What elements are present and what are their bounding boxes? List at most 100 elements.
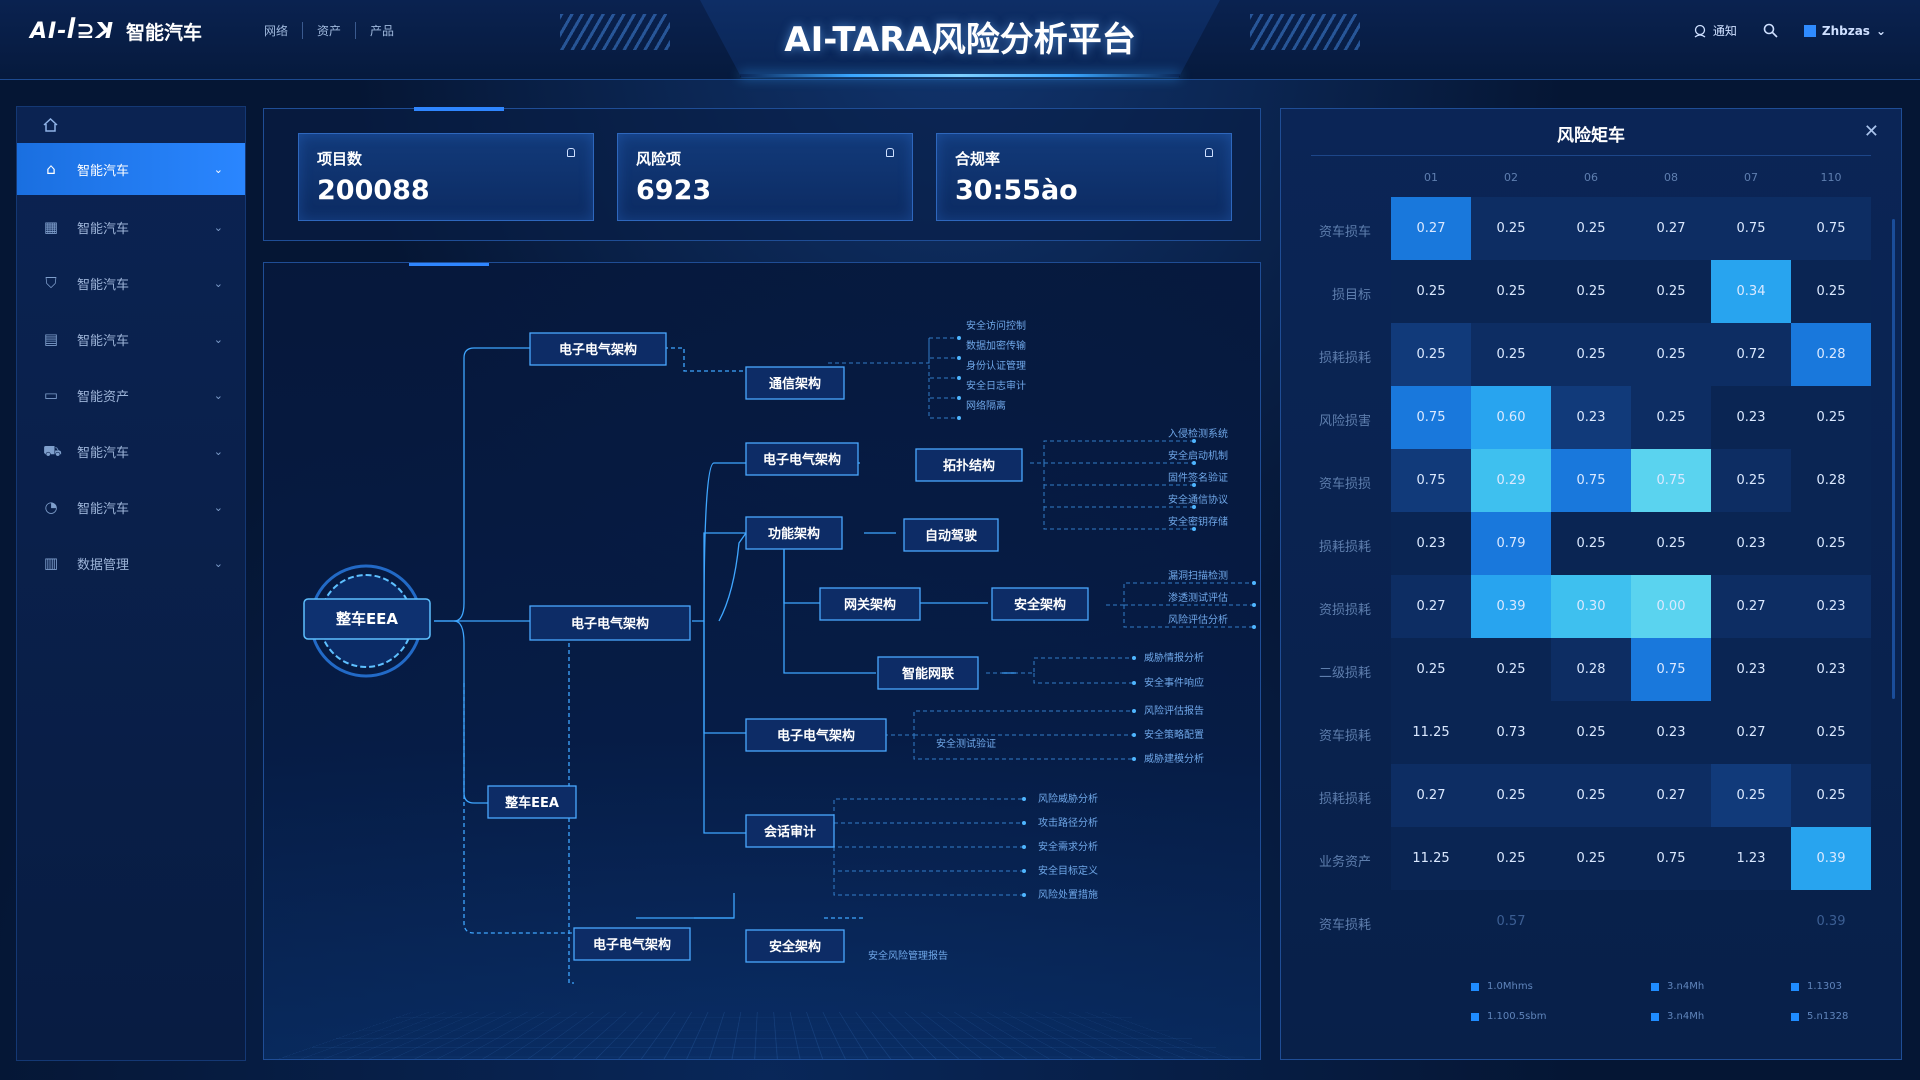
matrix-cell[interactable]: 0.23: [1711, 386, 1791, 449]
node-smart-connect[interactable]: 智能网联: [877, 656, 979, 690]
logo[interactable]: AI-ꟾ⊇ꓘ 智能汽车: [30, 18, 202, 44]
matrix-cell[interactable]: 0.27: [1711, 701, 1791, 764]
matrix-cell[interactable]: 0.25: [1551, 260, 1631, 323]
matrix-cell[interactable]: 0.27: [1391, 764, 1471, 827]
user-menu[interactable]: Zhbzas ⌄: [1803, 24, 1886, 38]
matrix-cell[interactable]: 0.25: [1471, 323, 1551, 386]
nav-item-assets[interactable]: 资产: [302, 22, 355, 39]
matrix-cell[interactable]: 0.75: [1631, 449, 1711, 512]
sidebar-item-car[interactable]: ⛟ 智能汽车 ⌄: [17, 423, 245, 479]
matrix-cell[interactable]: 0.25: [1391, 638, 1471, 701]
matrix-cell[interactable]: 0.25: [1791, 260, 1871, 323]
matrix-cell[interactable]: 0.23: [1551, 386, 1631, 449]
node-session-audit[interactable]: 会话审计: [745, 814, 835, 848]
matrix-cell[interactable]: 0.23: [1711, 512, 1791, 575]
matrix-cell[interactable]: 0.25: [1791, 701, 1871, 764]
matrix-scrollbar[interactable]: [1892, 219, 1895, 699]
matrix-cell[interactable]: 0.75: [1711, 197, 1791, 260]
matrix-cell[interactable]: 0.27: [1631, 764, 1711, 827]
matrix-cell[interactable]: 0.23: [1631, 701, 1711, 764]
sidebar-home[interactable]: [17, 107, 245, 143]
matrix-cell[interactable]: 0.23: [1791, 638, 1871, 701]
sidebar-item-document[interactable]: ▤ 智能汽车 ⌄: [17, 311, 245, 367]
matrix-cell[interactable]: 0.34: [1711, 260, 1791, 323]
matrix-cell[interactable]: 0.27: [1391, 197, 1471, 260]
stat-card-risks[interactable]: 风险项 6923: [617, 133, 913, 221]
node-vehicle-eea[interactable]: 整车EEA: [487, 785, 577, 819]
matrix-cell[interactable]: 0.25: [1631, 323, 1711, 386]
matrix-cell[interactable]: 0.72: [1711, 323, 1791, 386]
close-icon[interactable]: ✕: [1863, 121, 1879, 142]
matrix-cell[interactable]: 0.30: [1551, 575, 1631, 638]
matrix-cell[interactable]: 0.75: [1631, 638, 1711, 701]
matrix-cell[interactable]: 0.25: [1791, 386, 1871, 449]
nav-item-products[interactable]: 产品: [355, 22, 408, 39]
node-ee-arch-b3[interactable]: 电子电气架构: [745, 718, 887, 752]
sidebar-item-shield[interactable]: ⛉ 智能汽车 ⌄: [17, 255, 245, 311]
matrix-cell[interactable]: 11.25: [1391, 827, 1471, 890]
node-function-arch[interactable]: 功能架构: [745, 516, 843, 550]
matrix-cell[interactable]: 0.25: [1551, 764, 1631, 827]
sidebar-item-assets[interactable]: ▭ 智能资产 ⌄: [17, 367, 245, 423]
matrix-cell[interactable]: 0.57: [1496, 914, 1526, 929]
matrix-cell[interactable]: 0.25: [1551, 512, 1631, 575]
matrix-cell[interactable]: 0.27: [1711, 575, 1791, 638]
matrix-cell[interactable]: 0.25: [1711, 449, 1791, 512]
matrix-cell[interactable]: 0.25: [1551, 827, 1631, 890]
matrix-cell[interactable]: 0.25: [1631, 512, 1711, 575]
matrix-cell[interactable]: 0.39: [1816, 914, 1846, 929]
matrix-cell[interactable]: 11.25: [1391, 701, 1471, 764]
matrix-cell[interactable]: 0.75: [1391, 449, 1471, 512]
matrix-cell[interactable]: 0.28: [1791, 323, 1871, 386]
matrix-cell[interactable]: 0.25: [1631, 260, 1711, 323]
sidebar-item-data[interactable]: ▥ 数据管理 ⌄: [17, 535, 245, 591]
matrix-cell[interactable]: 0.75: [1791, 197, 1871, 260]
matrix-cell[interactable]: 0.25: [1471, 827, 1551, 890]
matrix-cell[interactable]: 0.27: [1391, 575, 1471, 638]
matrix-cell[interactable]: 0.75: [1551, 449, 1631, 512]
matrix-cell[interactable]: 0.25: [1471, 764, 1551, 827]
matrix-cell[interactable]: 0.25: [1791, 512, 1871, 575]
matrix-cell[interactable]: 0.25: [1551, 323, 1631, 386]
matrix-cell[interactable]: 0.60: [1471, 386, 1551, 449]
matrix-cell[interactable]: 0.25: [1471, 197, 1551, 260]
matrix-cell[interactable]: 0.39: [1471, 575, 1551, 638]
matrix-cell[interactable]: 0.28: [1791, 449, 1871, 512]
matrix-cell[interactable]: [1711, 890, 1791, 953]
search-icon[interactable]: [1763, 23, 1778, 38]
matrix-cell[interactable]: 0.73: [1471, 701, 1551, 764]
matrix-cell[interactable]: [1551, 890, 1631, 953]
matrix-cell[interactable]: 0.23: [1391, 512, 1471, 575]
matrix-cell[interactable]: 0.25: [1391, 323, 1471, 386]
matrix-cell[interactable]: 0.25: [1711, 764, 1791, 827]
node-topology[interactable]: 拓扑结构: [915, 448, 1023, 482]
stat-card-projects[interactable]: 项目数 200088: [298, 133, 594, 221]
sidebar-item-gauge[interactable]: ◔ 智能汽车 ⌄: [17, 479, 245, 535]
matrix-cell[interactable]: 0.25: [1391, 260, 1471, 323]
matrix-cell[interactable]: [1391, 890, 1471, 953]
stat-card-compliance[interactable]: 合规率 30:55ào: [936, 133, 1232, 221]
node-security-arch[interactable]: 安全架构: [745, 929, 845, 963]
nav-item-network[interactable]: 网络: [264, 24, 289, 38]
node-ee-arch-4[interactable]: 电子电气架构: [573, 927, 691, 961]
matrix-cell[interactable]: 0.27: [1631, 197, 1711, 260]
sidebar-item-smart-car[interactable]: ⌂ 智能汽车 ⌄: [17, 143, 245, 195]
matrix-cell[interactable]: 0.25: [1551, 701, 1631, 764]
node-ee-arch-1[interactable]: 电子电气架构: [529, 332, 667, 366]
matrix-cell[interactable]: 1.23: [1711, 827, 1791, 890]
sidebar-item-grid[interactable]: ▦ 智能汽车 ⌄: [17, 199, 245, 255]
matrix-cell[interactable]: 0.00: [1631, 575, 1711, 638]
node-security-arch-c4[interactable]: 安全架构: [991, 587, 1089, 621]
node-comm-arch[interactable]: 通信架构: [745, 366, 845, 400]
notify-button[interactable]: 通知: [1693, 22, 1737, 39]
node-ee-arch-2[interactable]: 电子电气架构: [529, 605, 691, 641]
node-ee-arch-b1[interactable]: 电子电气架构: [745, 442, 859, 476]
matrix-cell[interactable]: 0.75: [1631, 827, 1711, 890]
matrix-cell[interactable]: 0.25: [1471, 638, 1551, 701]
matrix-cell[interactable]: 0.25: [1551, 197, 1631, 260]
matrix-cell[interactable]: [1631, 890, 1711, 953]
matrix-cell[interactable]: 0.25: [1791, 764, 1871, 827]
matrix-cell[interactable]: 0.28: [1551, 638, 1631, 701]
matrix-cell[interactable]: 0.39: [1791, 827, 1871, 890]
matrix-cell[interactable]: 0.79: [1471, 512, 1551, 575]
